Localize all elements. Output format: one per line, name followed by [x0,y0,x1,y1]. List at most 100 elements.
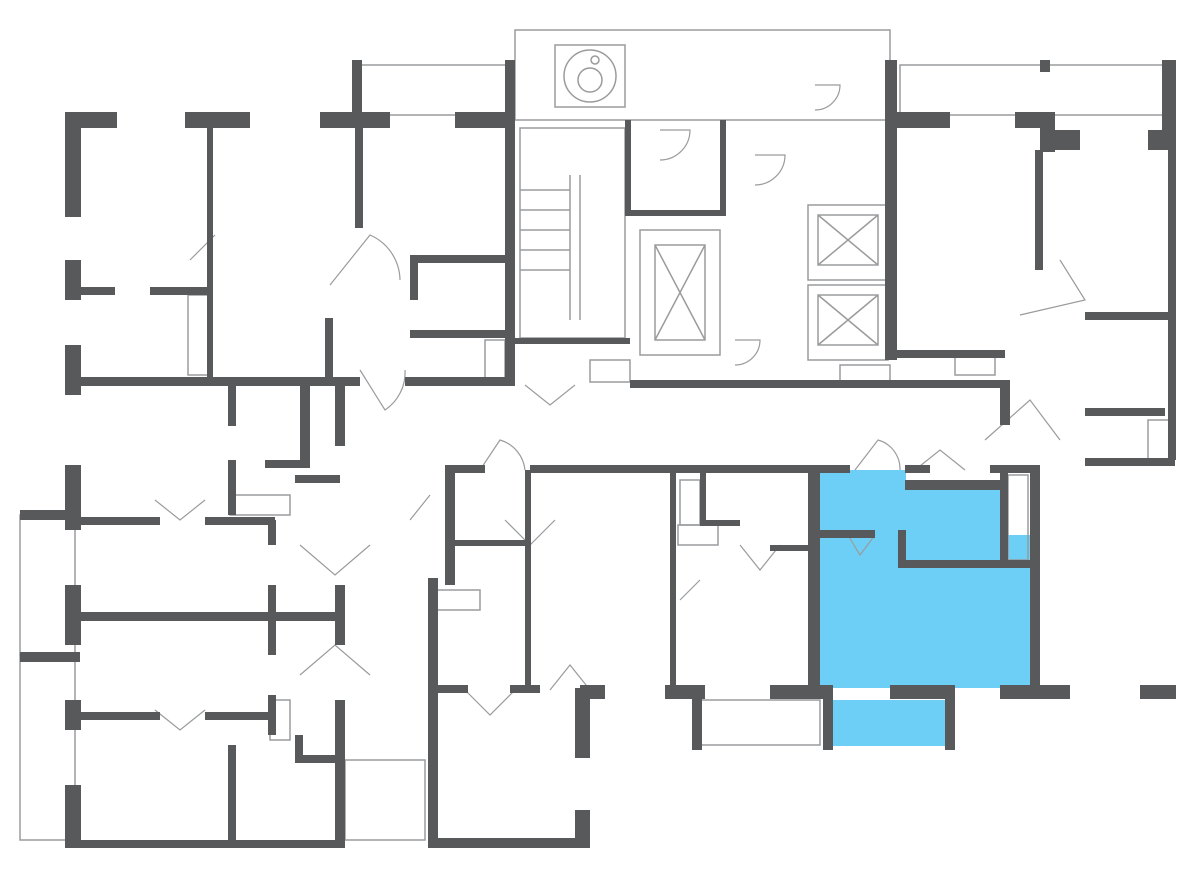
wall [505,60,515,385]
wall [625,120,631,210]
wall [823,685,833,750]
wall [575,688,590,758]
wall [720,120,726,216]
wall [295,475,340,483]
wall [1050,130,1080,150]
wall [1000,685,1070,699]
wall [428,838,588,848]
wall [455,465,485,473]
wall [895,350,1005,358]
wall [325,318,333,378]
balcony-outline [354,64,511,116]
wall [1085,458,1175,466]
wall [1168,150,1176,460]
wall [405,377,515,386]
wall [335,585,345,645]
wall [510,685,540,693]
wall [530,465,850,473]
wall [80,517,160,525]
stairs-icon [519,127,626,339]
wall [525,470,531,685]
wall [265,460,310,468]
bathtub-icon [677,524,719,546]
wall [580,685,605,699]
wall [700,520,740,526]
bathtub-icon [589,359,631,383]
wall [65,465,81,530]
wall [890,112,950,128]
wall [65,585,81,645]
thin-outlines [19,29,1171,841]
wall [65,345,81,395]
wall [410,255,510,263]
wall [65,700,81,730]
wall [455,540,530,546]
bathtub-icon [434,589,481,611]
wall [898,530,906,565]
wall [692,685,702,750]
wall [80,712,160,720]
wall [625,210,725,216]
balcony-outline [699,699,821,746]
wall [300,386,310,466]
wall [630,380,1000,388]
wall [352,60,362,128]
wall [65,112,81,217]
wall [80,612,345,621]
elevator-icon [807,284,889,361]
wall [185,112,250,128]
wall [1030,465,1040,690]
selected-apartment[interactable] [818,470,1032,746]
wall [1000,380,1010,425]
wall [905,480,1005,490]
walls [20,60,1176,848]
bathtub-icon [1147,419,1171,461]
wall [438,685,468,693]
wall [1035,150,1043,270]
wall [1085,408,1165,416]
wall [808,470,820,690]
wall [885,60,897,360]
wall [905,465,930,473]
wall [228,386,236,426]
wall [65,377,360,386]
wall [80,287,115,295]
wall [207,128,213,378]
wall [770,685,830,699]
wall [65,840,345,848]
wall [670,470,676,685]
wall [1140,685,1176,699]
wall [268,520,276,545]
wall [700,470,706,525]
elevator-icon [807,204,889,281]
wall [65,785,81,845]
wall [1040,60,1050,72]
balcony-outline [899,64,1171,116]
wall [990,465,1040,473]
wheelchair-icon [554,44,626,108]
wall [150,287,210,295]
wall [575,810,590,848]
wall [228,460,236,515]
wall [205,517,275,525]
wall [295,735,303,760]
wall [20,652,80,662]
wall [295,755,345,763]
wall [770,545,810,551]
wall [455,112,515,128]
wall [335,386,345,446]
bathtub-icon [187,294,209,376]
wall [205,712,275,720]
apartment-room [818,470,906,540]
bathtub-icon [229,494,291,516]
balcony-outline [344,759,426,841]
wall [445,465,455,585]
door-swings [154,84,1086,731]
wall [1085,312,1175,320]
wall [335,700,345,845]
wall [945,685,955,750]
wall [515,338,630,344]
wall [268,585,276,655]
wall [428,578,438,848]
